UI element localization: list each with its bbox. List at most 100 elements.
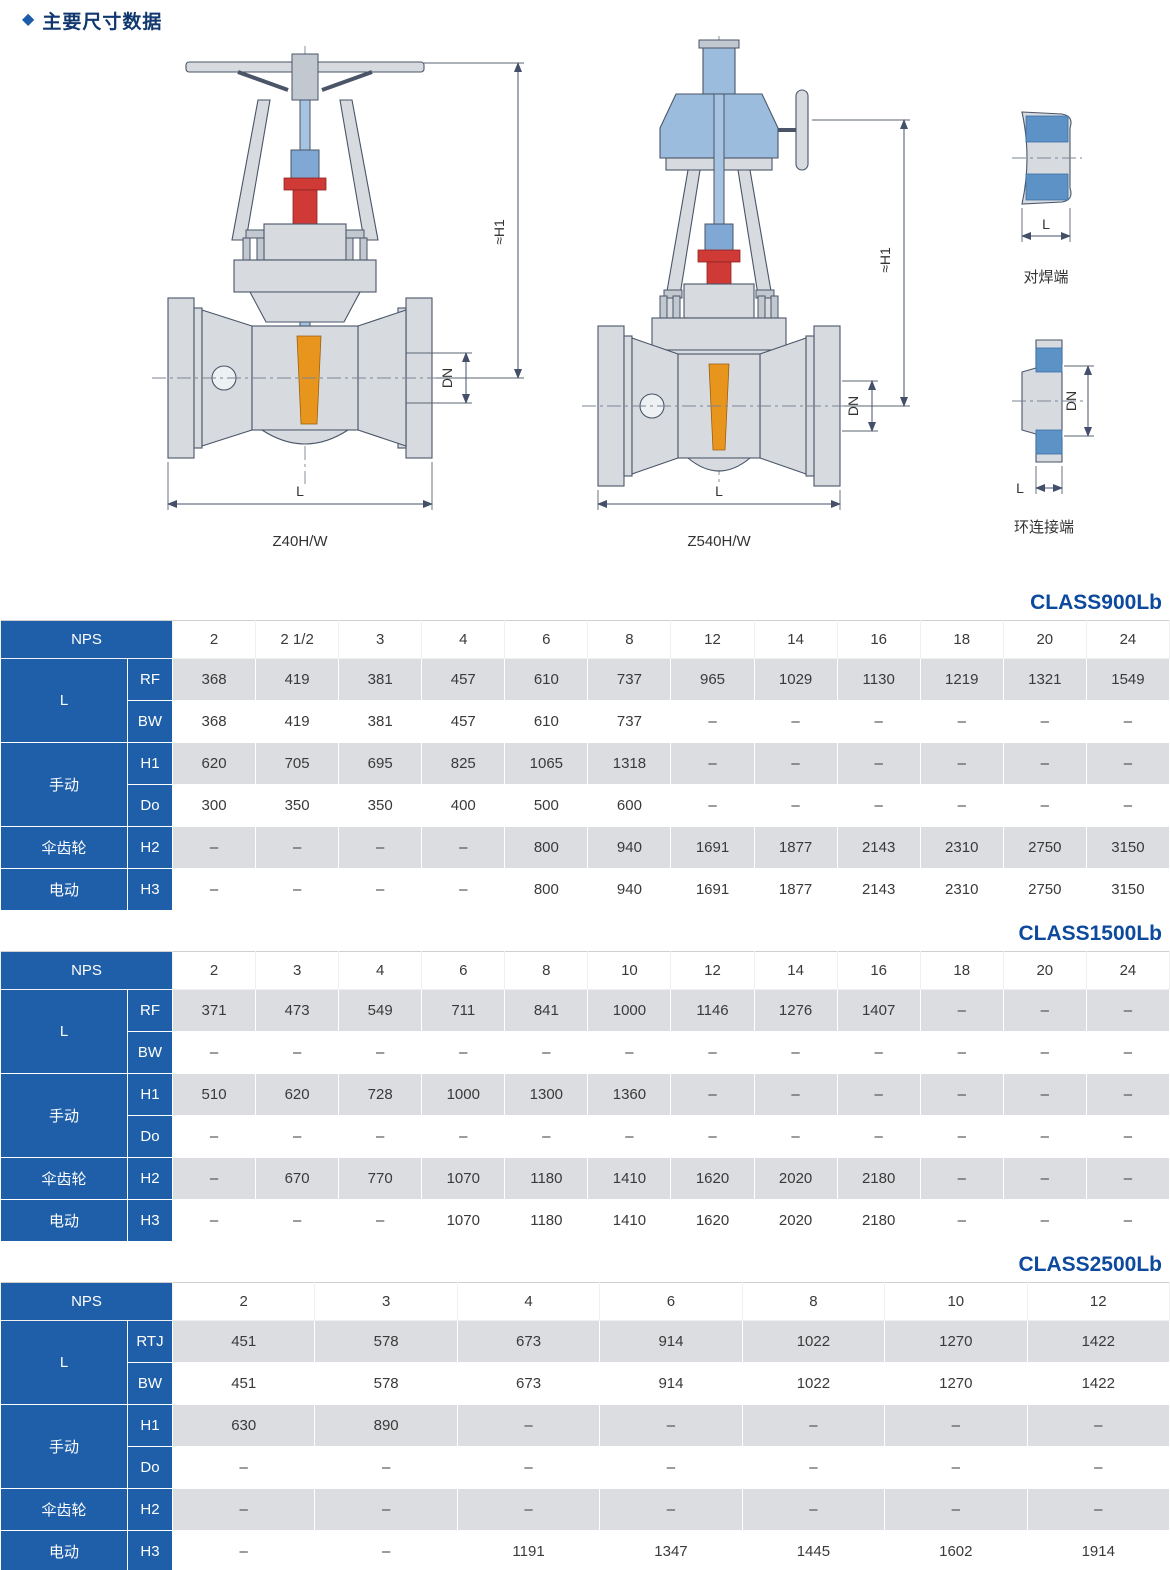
dimension-value: – bbox=[670, 742, 755, 785]
dimension-value: – bbox=[338, 868, 423, 911]
dimension-value: 1022 bbox=[741, 1362, 886, 1405]
dimension-value: – bbox=[504, 1031, 589, 1074]
dimension-value: – bbox=[670, 700, 755, 743]
nps-size-header: 14 bbox=[753, 620, 838, 659]
dimension-value: – bbox=[314, 1488, 458, 1531]
dimension-value: – bbox=[670, 784, 755, 827]
dimension-value: – bbox=[314, 1530, 458, 1570]
row-sub-label: Do bbox=[127, 784, 173, 827]
dimension-value: 1422 bbox=[1026, 1320, 1170, 1363]
dimension-value: 1300 bbox=[504, 1073, 589, 1116]
nps-size-header: 8 bbox=[587, 620, 672, 659]
dimension-value: 1022 bbox=[741, 1320, 886, 1363]
dimension-value: 419 bbox=[255, 658, 340, 701]
row-sub-label: H1 bbox=[127, 742, 173, 785]
dimension-value: – bbox=[919, 1157, 1004, 1200]
valve1-h1-label: ≈H1 bbox=[491, 219, 507, 245]
dimension-value: 2143 bbox=[836, 868, 921, 911]
dimension-value: – bbox=[171, 868, 257, 911]
dimension-value: – bbox=[836, 1031, 921, 1074]
nps-size-header: 4 bbox=[338, 951, 423, 990]
dimension-value: – bbox=[255, 1115, 340, 1158]
dimension-value: – bbox=[171, 1530, 316, 1570]
row-group-label: 伞齿轮 bbox=[0, 1488, 128, 1531]
dimension-value: 1549 bbox=[1085, 658, 1170, 701]
nps-size-header: 3 bbox=[314, 1282, 458, 1321]
valve2-h1-label: ≈H1 bbox=[877, 247, 893, 273]
dimension-value: – bbox=[741, 1446, 886, 1489]
nps-size-header: 12 bbox=[670, 620, 755, 659]
nps-size-header: 18 bbox=[919, 951, 1004, 990]
valve2-bonnet bbox=[683, 283, 755, 319]
dimension-value: – bbox=[884, 1488, 1028, 1531]
dimension-value: 673 bbox=[456, 1362, 601, 1405]
dimension-value: 737 bbox=[587, 700, 672, 743]
ring-joint-end-drawing: DN L 环连接端 bbox=[1012, 339, 1094, 536]
row-sub-label: RF bbox=[127, 989, 173, 1032]
dimension-value: 350 bbox=[255, 784, 340, 827]
dimension-value: – bbox=[171, 826, 257, 869]
dimension-value: – bbox=[456, 1446, 601, 1489]
dimension-value: 1360 bbox=[587, 1073, 672, 1116]
row-group-label: L bbox=[0, 989, 128, 1074]
dimension-value: 1877 bbox=[753, 826, 838, 869]
row-group-label: 手动 bbox=[0, 1073, 128, 1158]
dimension-value: 578 bbox=[314, 1362, 458, 1405]
dimension-value: 2180 bbox=[836, 1157, 921, 1200]
nps-size-header: 6 bbox=[504, 620, 589, 659]
butt-weld-end-drawing: L 对焊端 bbox=[1012, 111, 1082, 286]
dimension-value: 419 bbox=[255, 700, 340, 743]
dimension-value: – bbox=[919, 742, 1004, 785]
table-row: Do–––––––––––– bbox=[1, 1115, 1170, 1158]
technical-drawings: ≈H1 DN L Z40H/W bbox=[0, 32, 1170, 580]
dimension-value: – bbox=[255, 868, 340, 911]
dimension-value: 1219 bbox=[919, 658, 1004, 701]
nps-size-header: 24 bbox=[1085, 620, 1170, 659]
dimension-value: 1877 bbox=[753, 868, 838, 911]
nps-size-header: 6 bbox=[599, 1282, 743, 1321]
dimension-value: – bbox=[587, 1115, 672, 1158]
nps-size-header: 20 bbox=[1002, 951, 1087, 990]
dimension-value: – bbox=[171, 1115, 257, 1158]
dimension-value: 350 bbox=[338, 784, 423, 827]
row-sub-label: H2 bbox=[127, 1488, 173, 1531]
dimension-value: 620 bbox=[171, 742, 257, 785]
dimension-value: – bbox=[1085, 989, 1170, 1032]
dimension-value: – bbox=[1085, 1115, 1170, 1158]
dimension-value: 600 bbox=[587, 784, 672, 827]
dimension-value: 371 bbox=[171, 989, 257, 1032]
dimension-value: 673 bbox=[456, 1320, 601, 1363]
nps-size-header: 14 bbox=[753, 951, 838, 990]
dimension-value: – bbox=[1002, 1115, 1087, 1158]
dimension-value: 1620 bbox=[670, 1157, 755, 1200]
dimension-value: – bbox=[919, 1115, 1004, 1158]
dimension-value: – bbox=[670, 1031, 755, 1074]
dimension-value: – bbox=[753, 742, 838, 785]
dimension-value: – bbox=[1002, 1157, 1087, 1200]
dimension-value: – bbox=[1002, 1199, 1087, 1242]
dimension-value: 610 bbox=[504, 700, 589, 743]
dimension-value: – bbox=[599, 1488, 743, 1531]
nps-size-header: 4 bbox=[421, 620, 506, 659]
valve2-wedge bbox=[708, 363, 730, 451]
nps-size-header: 3 bbox=[255, 951, 340, 990]
dimension-value: – bbox=[753, 1115, 838, 1158]
table-title: CLASS1500Lb bbox=[1018, 922, 1162, 945]
dimension-value: 1321 bbox=[1002, 658, 1087, 701]
dimension-value: – bbox=[1002, 1031, 1087, 1074]
nps-size-header: 18 bbox=[919, 620, 1004, 659]
row-sub-label: RF bbox=[127, 658, 173, 701]
nps-size-header: 2 bbox=[171, 620, 257, 659]
dimension-value: – bbox=[884, 1404, 1028, 1447]
dimension-value: – bbox=[884, 1446, 1028, 1489]
dimension-value: 841 bbox=[504, 989, 589, 1032]
dimension-value: 3150 bbox=[1085, 826, 1170, 869]
dimension-value: 2180 bbox=[836, 1199, 921, 1242]
nps-size-header: 2 1/2 bbox=[255, 620, 340, 659]
dimension-value: – bbox=[171, 1488, 316, 1531]
